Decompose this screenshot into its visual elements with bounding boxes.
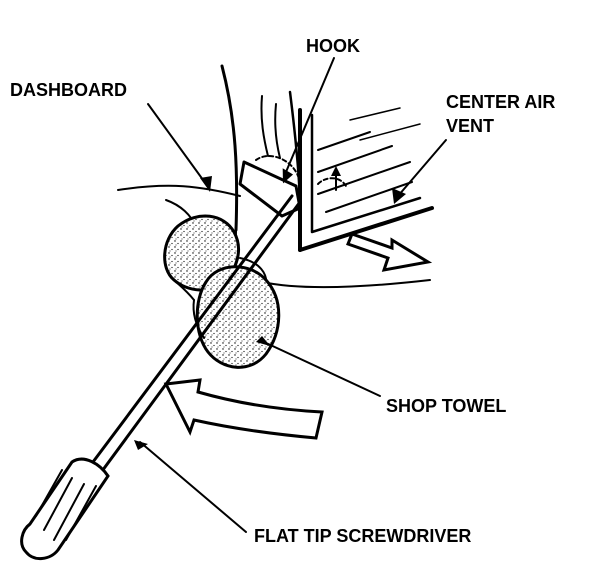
label-dashboard: DASHBOARD xyxy=(10,80,127,100)
flat-tip-screwdriver xyxy=(20,194,302,560)
label-center-air-vent-line2: VENT xyxy=(446,116,494,136)
rotation-arrow xyxy=(163,378,324,440)
leader-lines xyxy=(134,57,447,533)
pull-direction-arrow xyxy=(346,232,433,272)
label-hook: HOOK xyxy=(306,36,360,56)
label-shop-towel: SHOP TOWEL xyxy=(386,396,506,416)
label-flat-tip-screwdriver: FLAT TIP SCREWDRIVER xyxy=(254,526,471,546)
dashboard-outline xyxy=(117,64,431,289)
label-center-air-vent-line1: CENTER AIR xyxy=(446,92,555,112)
center-air-vent xyxy=(298,107,434,252)
